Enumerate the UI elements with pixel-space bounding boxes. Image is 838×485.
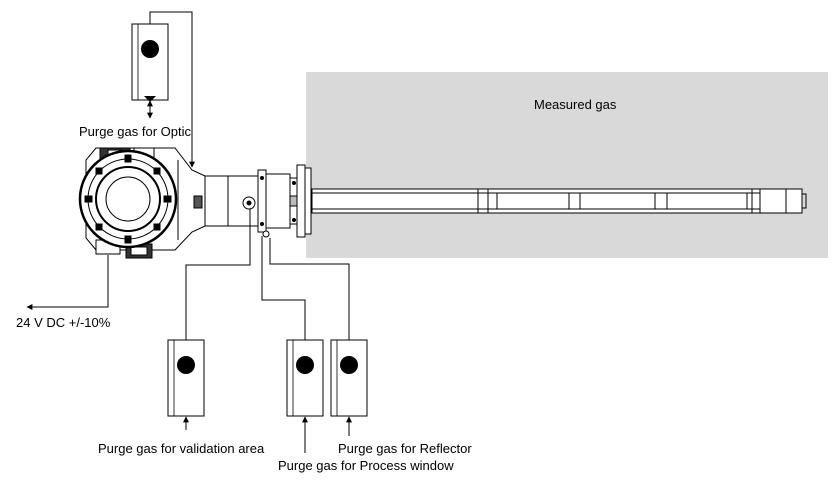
- purge-reflector-label: Purge gas for Reflector: [338, 441, 472, 456]
- purge-validation-label: Purge gas for validation area: [98, 441, 265, 456]
- sensor-head-icon: [78, 147, 270, 259]
- purge-optic-label: Purge gas for Optic: [79, 124, 191, 139]
- measured-gas-area: [306, 72, 828, 258]
- measured-gas-label: Measured gas: [534, 97, 617, 112]
- purge-process-window-label: Purge gas for Process window: [278, 458, 454, 473]
- process-flange: [257, 164, 312, 238]
- power-supply-label: 24 V DC +/-10%: [16, 315, 111, 330]
- flowmeter-validation: [167, 339, 205, 417]
- flowmeter-process-window: [286, 339, 324, 417]
- flowmeter-reflector: [330, 339, 368, 417]
- flowmeter-optic: [131, 23, 169, 102]
- probe-icon: [311, 188, 807, 214]
